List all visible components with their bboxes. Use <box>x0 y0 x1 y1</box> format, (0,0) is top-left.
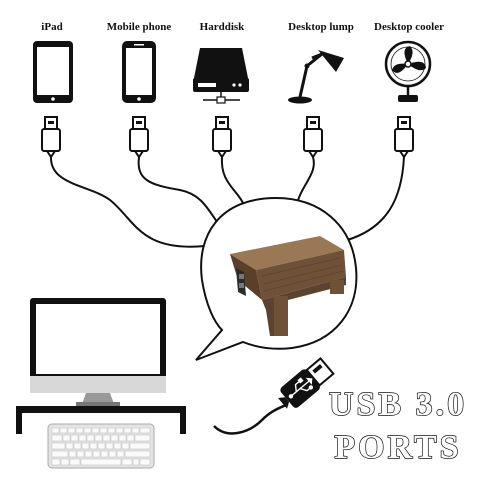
desktop-monitor <box>30 298 166 406</box>
ipad-icon <box>33 41 73 103</box>
monitor-riser-stand <box>16 406 186 434</box>
usb-plug-icon <box>129 116 149 159</box>
usb-cable-plug-large <box>213 357 335 435</box>
usb-plug-icon <box>41 116 61 159</box>
desktop-lamp-icon <box>288 50 344 104</box>
device-label-desktop-lamp: Desktop lump <box>288 21 354 33</box>
usb-plug-icon <box>212 116 232 159</box>
usb-plug-icon <box>303 116 323 159</box>
usb-ports-title: USB 3.0 PORTS <box>328 385 467 466</box>
title-line-usb: USB 3.0 <box>329 386 467 423</box>
keyboard-keys <box>51 427 151 466</box>
desktop-fan-icon <box>384 40 432 102</box>
usb-plugs <box>41 116 414 159</box>
device-label-harddisk: Harddisk <box>200 21 246 33</box>
device-label-ipad: iPad <box>41 21 62 33</box>
device-label-mobile-phone: Mobile phone <box>107 21 172 33</box>
device-label-desktop-cooler: Desktop cooler <box>374 21 444 33</box>
usb-symbol-icon <box>288 377 314 399</box>
cable-desktop-cooler <box>339 156 405 243</box>
usb-plug-icon <box>394 116 414 159</box>
title-line-ports: PORTS <box>334 429 461 466</box>
cable-mobile-phone <box>137 156 223 229</box>
cable-ipad <box>49 156 206 248</box>
wooden-usb-hub-stand <box>230 236 346 336</box>
harddisk-icon <box>193 48 249 104</box>
keyboard <box>47 423 155 469</box>
cable-harddisk <box>220 156 247 211</box>
mobile-phone-icon <box>122 41 156 103</box>
